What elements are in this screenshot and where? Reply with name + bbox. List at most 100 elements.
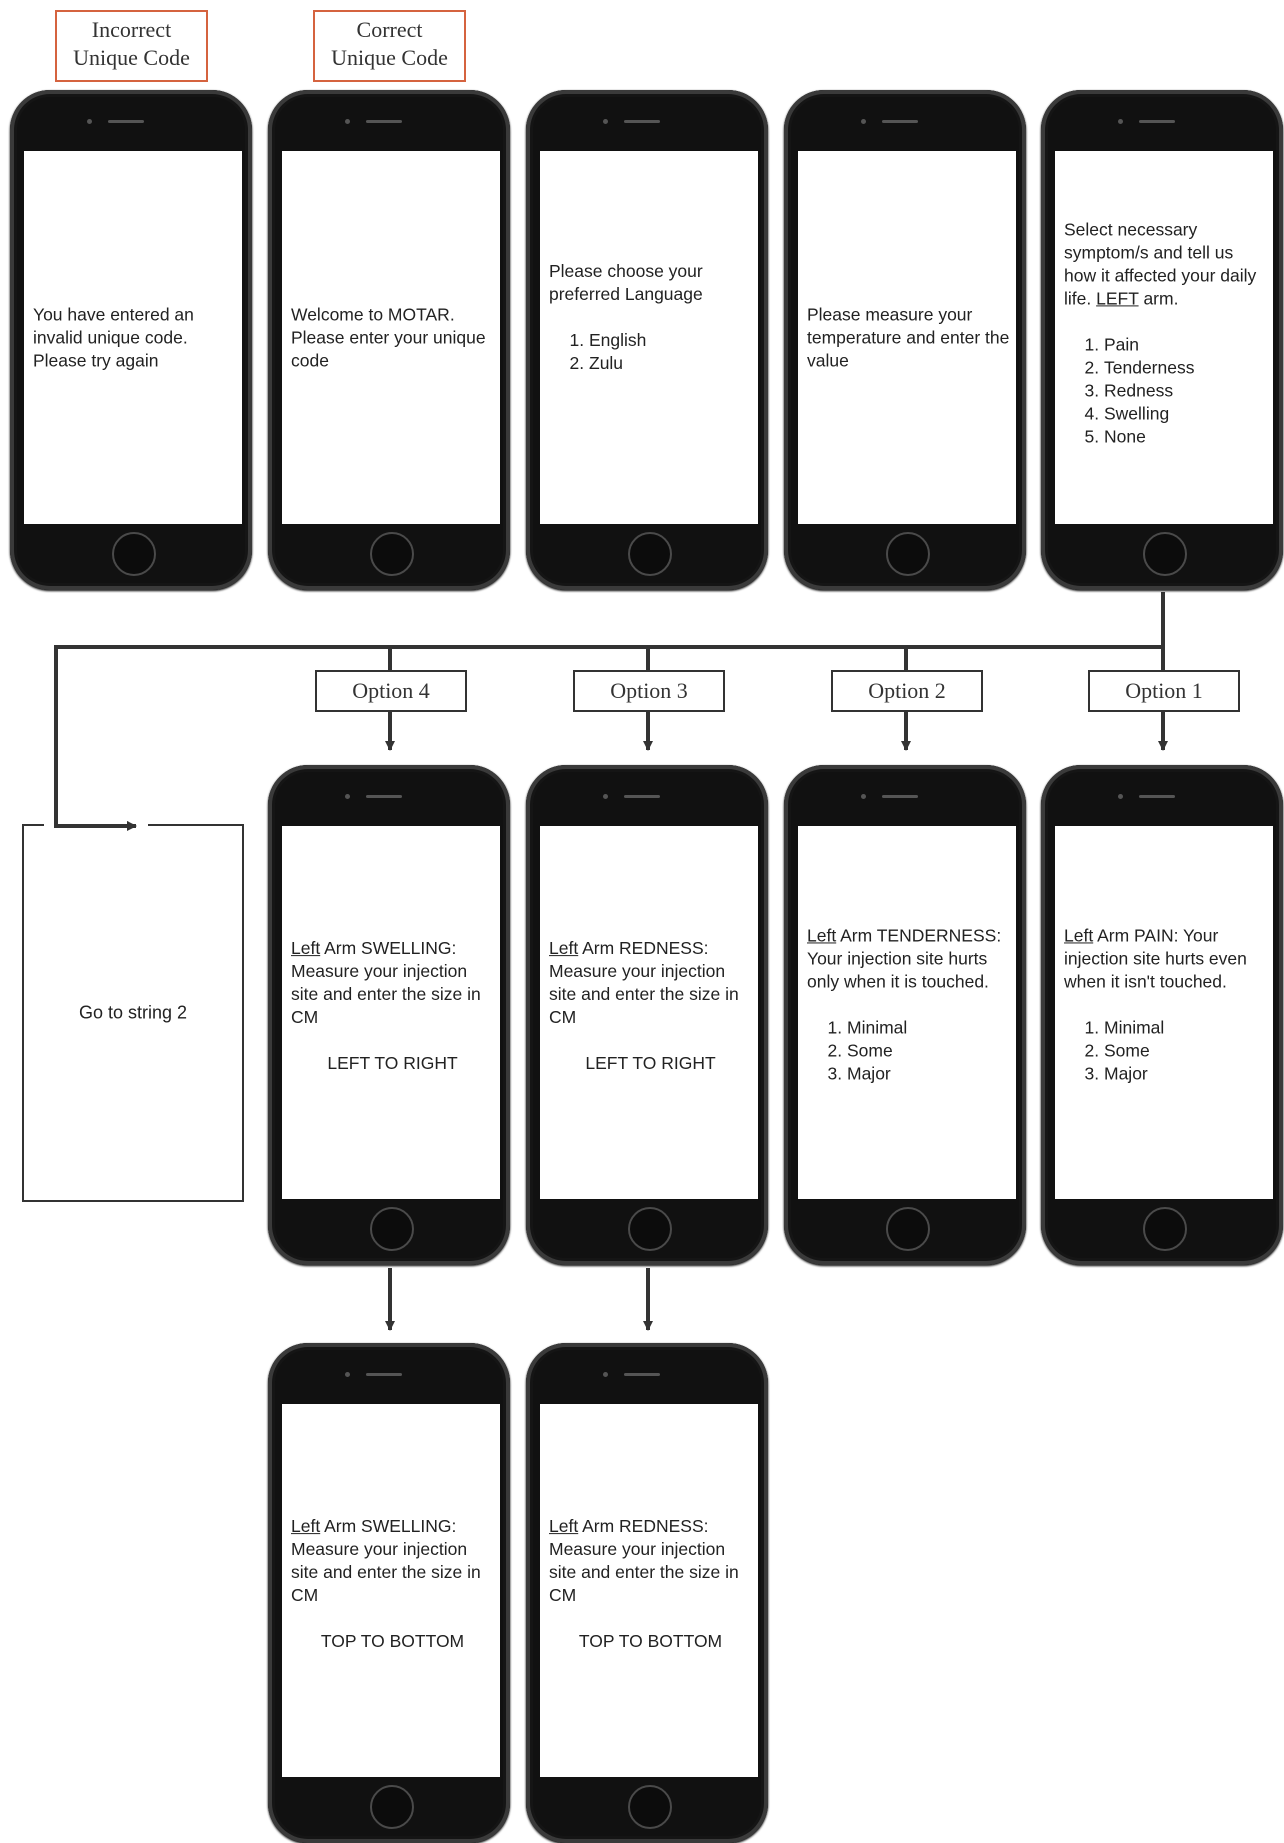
home-button-icon — [1143, 1207, 1187, 1251]
camera-icon — [603, 794, 608, 799]
swelling-tb-prompt: Left Arm SWELLING: Measure your injectio… — [291, 1515, 494, 1607]
option-3-label: Option 3 — [573, 670, 725, 712]
screen-content: Left Arm SWELLING: Measure your injectio… — [291, 1515, 494, 1653]
language-option-zulu: Zulu — [589, 351, 752, 374]
language-options: English Zulu — [549, 328, 752, 374]
tenderness-left: Left — [807, 924, 837, 945]
phone-tenderness: Left Arm TENDERNESS: Your injection site… — [784, 765, 1026, 1265]
home-button-icon — [112, 532, 156, 576]
home-button-icon — [628, 532, 672, 576]
symptoms-prompt-start: Select necessary symptom/s and tell us h… — [1064, 218, 1257, 308]
speaker-icon — [624, 1373, 660, 1376]
swelling-lr-prompt: Left Arm SWELLING: Measure your injectio… — [291, 937, 494, 1029]
screen-content: Left Arm REDNESS: Measure your injection… — [549, 1515, 752, 1653]
swelling-lr-text: Arm SWELLING: Measure your injection sit… — [291, 937, 481, 1027]
swelling-tb-direction: TOP TO BOTTOM — [320, 1630, 465, 1651]
tenderness-prompt: Left Arm TENDERNESS: Your injection site… — [807, 924, 1010, 993]
home-button-icon — [628, 1785, 672, 1829]
phone-symptoms: Select necessary symptom/s and tell us h… — [1041, 90, 1283, 590]
phone-welcome: Welcome to MOTAR. Please enter your uniq… — [268, 90, 510, 590]
screen-content: Left Arm SWELLING: Measure your injectio… — [291, 937, 494, 1075]
camera-icon — [1118, 794, 1123, 799]
speaker-icon — [882, 120, 918, 123]
speaker-icon — [366, 120, 402, 123]
pain-options: Minimal Some Major — [1064, 1016, 1267, 1085]
camera-icon — [861, 119, 866, 124]
symptoms-prompt-end: arm. — [1138, 287, 1179, 308]
phone-screen: Please choose your preferred Language En… — [540, 151, 758, 524]
symptoms-prompt: Select necessary symptom/s and tell us h… — [1064, 218, 1267, 310]
phone-invalid-code: You have entered an invalid unique code.… — [10, 90, 252, 590]
camera-icon — [87, 119, 92, 124]
phone-screen: Left Arm REDNESS: Measure your injection… — [540, 826, 758, 1199]
phone-swelling-top-bottom: Left Arm SWELLING: Measure your injectio… — [268, 1343, 510, 1843]
screen-content: Welcome to MOTAR. Please enter your uniq… — [291, 303, 494, 372]
pain-option-major: Major — [1104, 1062, 1267, 1085]
phone-screen: Left Arm TENDERNESS: Your injection site… — [798, 826, 1016, 1199]
symptom-option-pain: Pain — [1104, 333, 1267, 356]
tenderness-options: Minimal Some Major — [807, 1016, 1010, 1085]
speaker-icon — [1139, 120, 1175, 123]
screen-content: Please choose your preferred Language En… — [549, 259, 752, 374]
tenderness-option-minimal: Minimal — [847, 1016, 1010, 1039]
home-button-icon — [886, 1207, 930, 1251]
camera-icon — [861, 794, 866, 799]
incorrect-code-label-line2: Unique Code — [73, 45, 190, 70]
camera-icon — [603, 1372, 608, 1377]
phone-screen: Welcome to MOTAR. Please enter your uniq… — [282, 151, 500, 524]
phone-redness-left-right: Left Arm REDNESS: Measure your injection… — [526, 765, 768, 1265]
symptom-option-none: None — [1104, 425, 1267, 448]
phone-screen: Left Arm PAIN: Your injection site hurts… — [1055, 826, 1273, 1199]
home-button-icon — [370, 1207, 414, 1251]
incorrect-code-label-line1: Incorrect — [91, 17, 172, 42]
symptom-options: Pain Tenderness Redness Swelling None — [1064, 333, 1267, 448]
tenderness-text: Arm TENDERNESS: Your injection site hurt… — [807, 924, 1002, 991]
phone-screen: Left Arm SWELLING: Measure your injectio… — [282, 826, 500, 1199]
phone-screen: Select necessary symptom/s and tell us h… — [1055, 151, 1273, 524]
camera-icon — [345, 794, 350, 799]
screen-content: Select necessary symptom/s and tell us h… — [1064, 218, 1267, 448]
speaker-icon — [882, 795, 918, 798]
camera-icon — [345, 119, 350, 124]
correct-code-label-line2: Unique Code — [331, 45, 448, 70]
phone-screen: Please measure your temperature and ente… — [798, 151, 1016, 524]
temperature-prompt: Please measure your temperature and ente… — [807, 304, 1010, 370]
language-prompt: Please choose your preferred Language — [549, 260, 703, 304]
option-1-label: Option 1 — [1088, 670, 1240, 712]
home-button-icon — [628, 1207, 672, 1251]
pain-prompt: Left Arm PAIN: Your injection site hurts… — [1064, 924, 1267, 993]
phone-screen: Left Arm SWELLING: Measure your injectio… — [282, 1404, 500, 1777]
screen-content: Left Arm REDNESS: Measure your injection… — [549, 937, 752, 1075]
camera-icon — [603, 119, 608, 124]
redness-tb-direction: TOP TO BOTTOM — [578, 1630, 723, 1651]
redness-lr-direction: LEFT TO RIGHT — [585, 1052, 716, 1073]
home-button-icon — [370, 532, 414, 576]
swelling-tb-left: Left — [291, 1515, 321, 1536]
swelling-tb-text: Arm SWELLING: Measure your injection sit… — [291, 1515, 481, 1605]
correct-code-label-line1: Correct — [356, 17, 423, 42]
phone-screen: You have entered an invalid unique code.… — [24, 151, 242, 524]
phone-screen: Left Arm REDNESS: Measure your injection… — [540, 1404, 758, 1777]
redness-lr-text: Arm REDNESS: Measure your injection site… — [549, 937, 739, 1027]
redness-lr-prompt: Left Arm REDNESS: Measure your injection… — [549, 937, 752, 1029]
screen-content: You have entered an invalid unique code.… — [33, 303, 236, 372]
redness-tb-left: Left — [549, 1515, 579, 1536]
phone-pain: Left Arm PAIN: Your injection site hurts… — [1041, 765, 1283, 1265]
phone-redness-top-bottom: Left Arm REDNESS: Measure your injection… — [526, 1343, 768, 1843]
redness-tb-text: Arm REDNESS: Measure your injection site… — [549, 1515, 739, 1605]
symptom-option-tenderness: Tenderness — [1104, 356, 1267, 379]
correct-code-label: Correct Unique Code — [313, 10, 466, 82]
symptom-option-swelling: Swelling — [1104, 402, 1267, 425]
pain-option-minimal: Minimal — [1104, 1016, 1267, 1039]
phone-language: Please choose your preferred Language En… — [526, 90, 768, 590]
pain-text: Arm PAIN: Your injection site hurts even… — [1064, 924, 1247, 991]
pain-left: Left — [1064, 924, 1094, 945]
symptoms-prompt-left: LEFT — [1096, 287, 1139, 308]
phone-swelling-left-right: Left Arm SWELLING: Measure your injectio… — [268, 765, 510, 1265]
speaker-icon — [366, 795, 402, 798]
option-2-label: Option 2 — [831, 670, 983, 712]
incorrect-code-label: Incorrect Unique Code — [55, 10, 208, 82]
screen-content: Please measure your temperature and ente… — [807, 303, 1010, 372]
